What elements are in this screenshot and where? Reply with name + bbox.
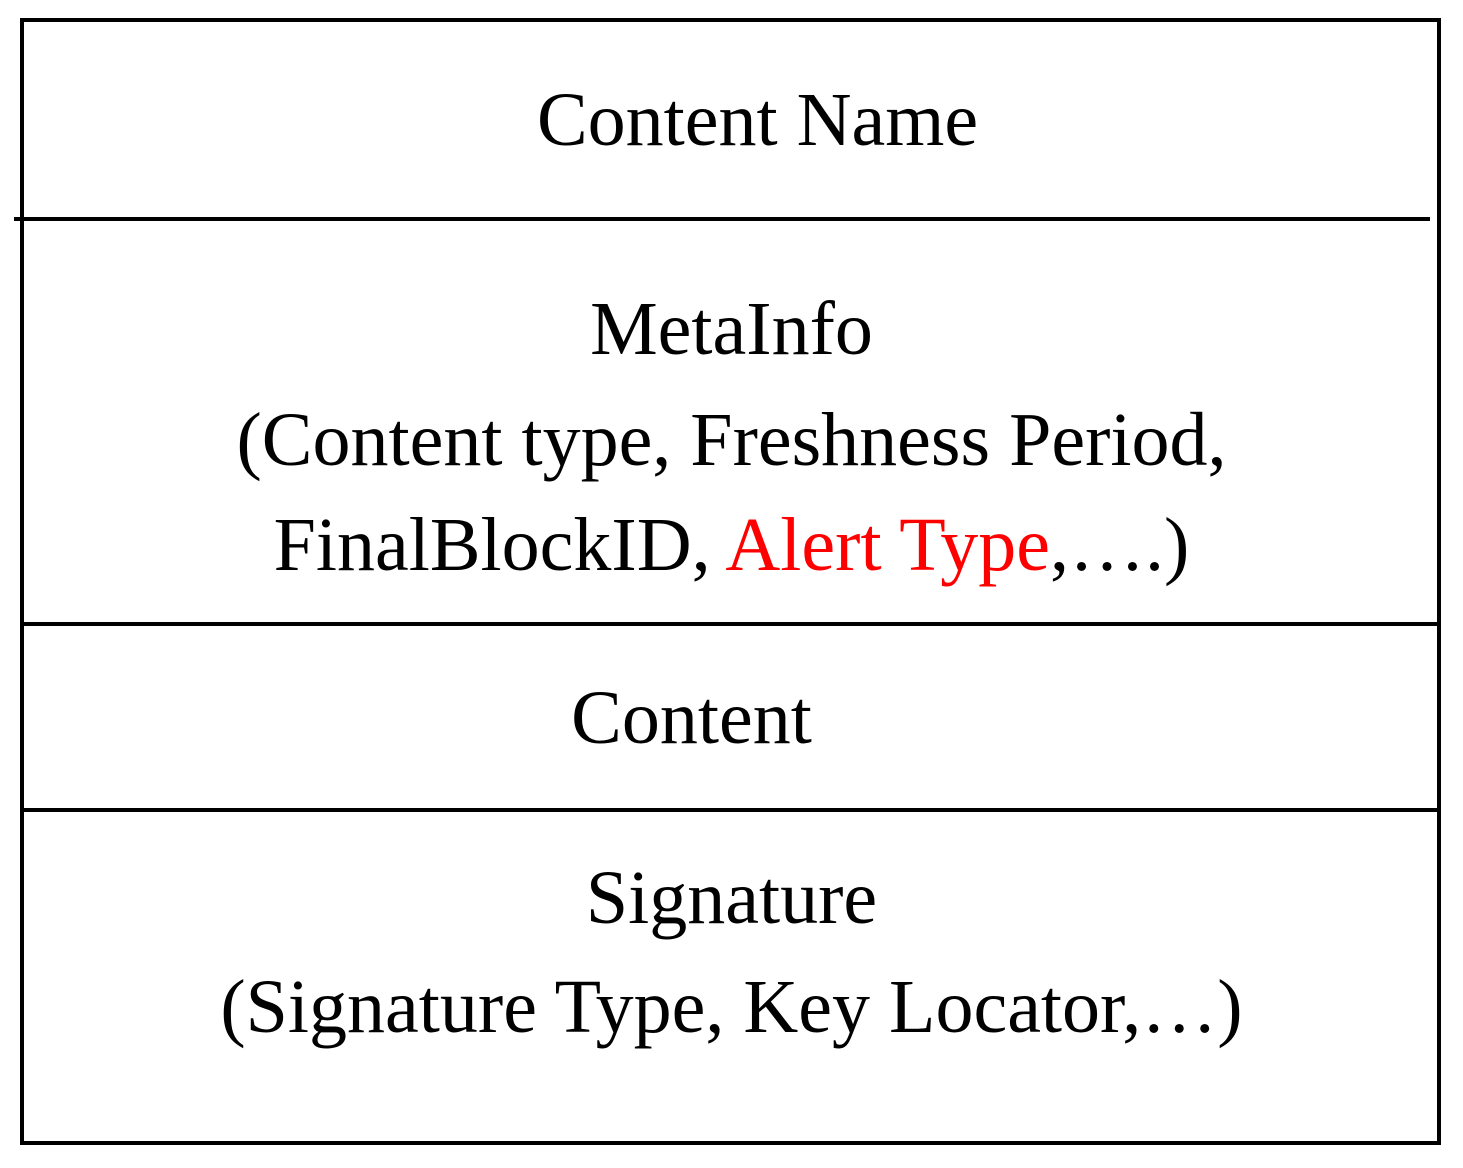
alert-type-highlight: Alert Type xyxy=(725,503,1051,587)
data-packet-diagram xyxy=(20,18,1441,1145)
divider-content-signature xyxy=(20,808,1441,812)
divider-name-metainfo xyxy=(14,217,1430,221)
content-label: Content xyxy=(571,676,812,760)
signature-label: Signature xyxy=(585,856,878,940)
metainfo-details-line2-suffix: ,….) xyxy=(1050,503,1190,587)
content-name-label: Content Name xyxy=(536,78,979,162)
metainfo-label: MetaInfo xyxy=(590,287,873,371)
signature-details: (Signature Type, Key Locator,…) xyxy=(220,965,1243,1049)
metainfo-details-line1: (Content type, Freshness Period, xyxy=(236,398,1227,482)
metainfo-details-line2: FinalBlockID, Alert Type,….) xyxy=(0,500,1463,590)
divider-metainfo-content xyxy=(20,622,1441,626)
metainfo-details-line2-prefix: FinalBlockID, xyxy=(273,503,726,587)
